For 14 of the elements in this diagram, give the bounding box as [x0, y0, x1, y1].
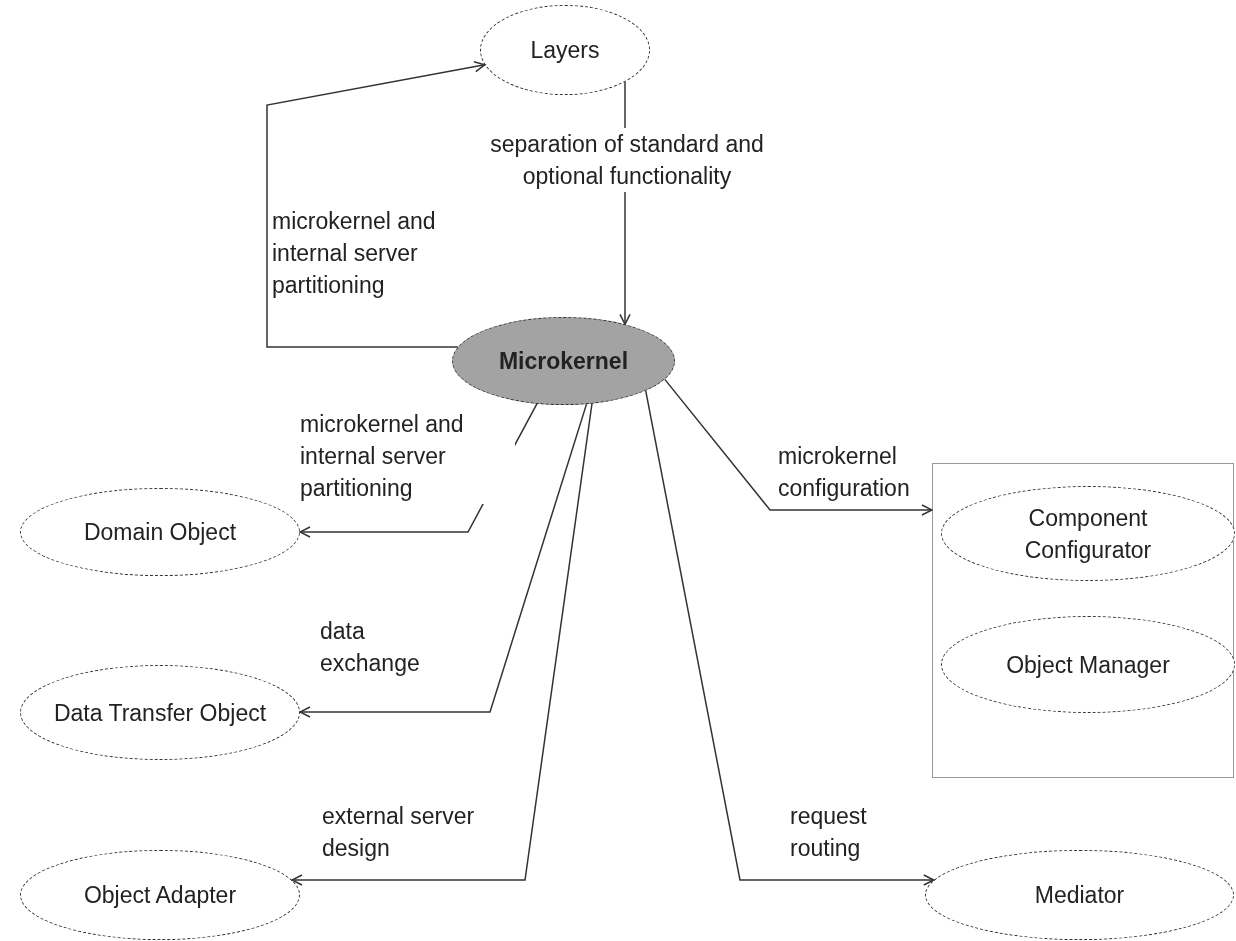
arrow — [291, 402, 593, 886]
group-box — [932, 463, 1234, 778]
arrow — [644, 389, 935, 886]
node-label: Domain Object — [82, 518, 238, 547]
node-label: Microkernel — [497, 347, 630, 376]
arrow — [664, 378, 933, 516]
node-label: Object Adapter — [82, 881, 238, 910]
node-label: Data Transfer Object — [52, 698, 268, 728]
node-label: Object Manager — [1005, 650, 1171, 680]
arrow — [299, 403, 588, 718]
arrow — [266, 60, 486, 348]
node-label: Mediator — [1033, 881, 1126, 910]
node-label: Layers — [529, 36, 601, 65]
node-label: Component Configurator — [1023, 503, 1153, 565]
